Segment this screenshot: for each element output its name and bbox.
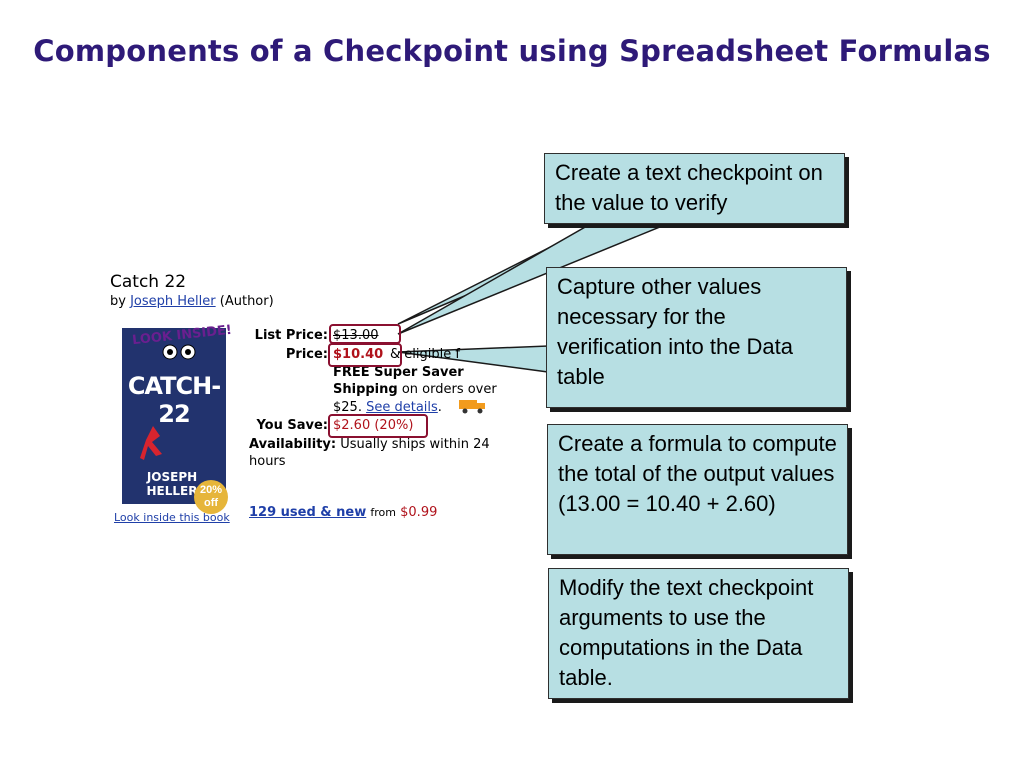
callout-formula: Create a formula to compute the total of… (547, 424, 848, 555)
price-value: $10.40 (333, 347, 384, 362)
highlight-list-price (329, 324, 401, 344)
from-label: from (370, 506, 396, 519)
highlight-price (328, 343, 402, 367)
you-save-label: You Save: (256, 418, 328, 433)
author-link[interactable]: Joseph Heller (130, 294, 216, 309)
availability-line2: hours (249, 454, 286, 469)
shipping-line1: FREE Super Saver (333, 365, 464, 380)
callout-capture-values: Capture other values necessary for the v… (546, 267, 847, 408)
cover-author: JOSEPH HELLER (146, 470, 198, 498)
availability-line: Availability: Usually ships within 24 (249, 437, 490, 452)
highlight-you-save (328, 414, 428, 438)
used-price: $0.99 (400, 505, 438, 520)
by-prefix: by (110, 294, 126, 309)
cover-figure-icon (140, 426, 162, 460)
shipping-line3: $25. See details. (333, 400, 442, 415)
callout-modify-arguments: Modify the text checkpoint arguments to … (548, 568, 849, 699)
availability-text: Usually ships within 24 (336, 437, 490, 452)
availability-label: Availability: (249, 437, 337, 452)
byline: by Joseph Heller (Author) (110, 294, 274, 309)
look-inside-link[interactable]: Look inside this book (114, 511, 230, 524)
you-save-value: $2.60 (20%) (333, 418, 414, 433)
used-new-line: 129 used & new from $0.99 (249, 505, 437, 520)
delivery-truck-icon (459, 400, 485, 414)
see-details-link[interactable]: See details (366, 400, 438, 415)
author-role: (Author) (219, 294, 274, 309)
callout-text-checkpoint: Create a text checkpoint on the value to… (544, 153, 845, 224)
shipping-rest: on orders over (397, 382, 497, 397)
mascot-eyes-icon (162, 344, 196, 360)
used-new-link[interactable]: 129 used & new (249, 505, 367, 520)
list-price-label: List Price: (254, 328, 328, 343)
slide-title: Components of a Checkpoint using Spreads… (33, 34, 991, 68)
shipping-bold: Shipping (333, 382, 398, 397)
discount-badge: 20% off (194, 480, 228, 514)
shipping-amount: $25. (333, 400, 362, 415)
book-title: Catch 22 (110, 272, 187, 292)
list-price-value: $13.00 (333, 328, 379, 343)
cover-title: CATCH-22 (127, 372, 221, 428)
price-note: & eligible f (390, 347, 460, 362)
price-label: Price: (285, 347, 328, 362)
shipping-line2: Shipping on orders over (333, 382, 497, 397)
